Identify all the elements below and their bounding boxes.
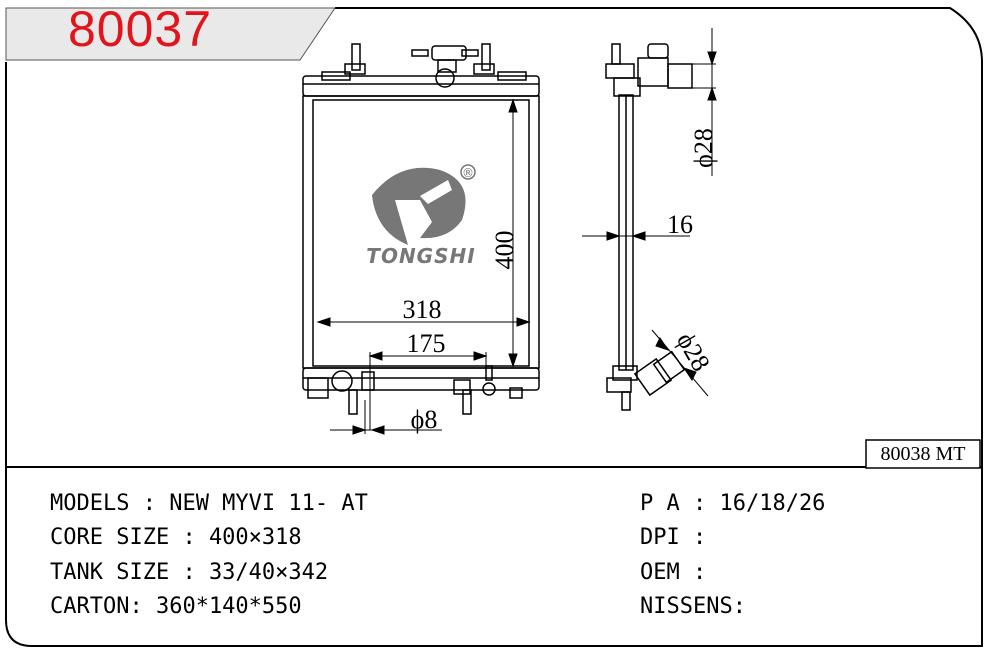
part-label-box (865, 439, 981, 469)
part-label: 80038 MT (880, 443, 966, 465)
front-dimension-lines (316, 98, 531, 435)
side-dimension-lines (582, 28, 717, 397)
radiator-side-view (605, 43, 693, 411)
title-tab-shape (5, 7, 336, 61)
carton-spec: CARTON: 360*140*550 (50, 594, 302, 619)
drain-dimension: ϕ8 (411, 405, 438, 434)
oem-spec: OEM : (640, 560, 707, 585)
frame-border (5, 7, 983, 647)
dpi-spec: DPI : (640, 525, 707, 550)
top-pipe-dimension: ϕ28 (689, 128, 718, 168)
tank-size-spec: TANK SIZE : 33/40×342 (50, 560, 329, 585)
core-size-spec: CORE SIZE : 400×318 (50, 525, 302, 550)
inlet-spacing-dimension: 175 (407, 329, 446, 358)
tongshi-logo (372, 164, 476, 245)
models-spec: MODELS : NEW MYVI 11- AT (50, 491, 368, 516)
radiator-front-view (302, 43, 540, 415)
product-code-title: 80037 (68, 1, 213, 57)
registered-mark: ® (462, 166, 474, 180)
bottom-pipe-dimension: ϕ28 (671, 327, 716, 376)
width-dimension: 318 (403, 295, 442, 324)
pa-spec: P A : 16/18/26 (640, 491, 826, 516)
logo-brand-text: TONGSHI (366, 244, 475, 268)
thickness-dimension: 16 (667, 210, 693, 239)
height-dimension: 400 (490, 231, 519, 270)
nissens-spec: NISSENS: (640, 594, 746, 619)
registered-icon (460, 164, 476, 180)
